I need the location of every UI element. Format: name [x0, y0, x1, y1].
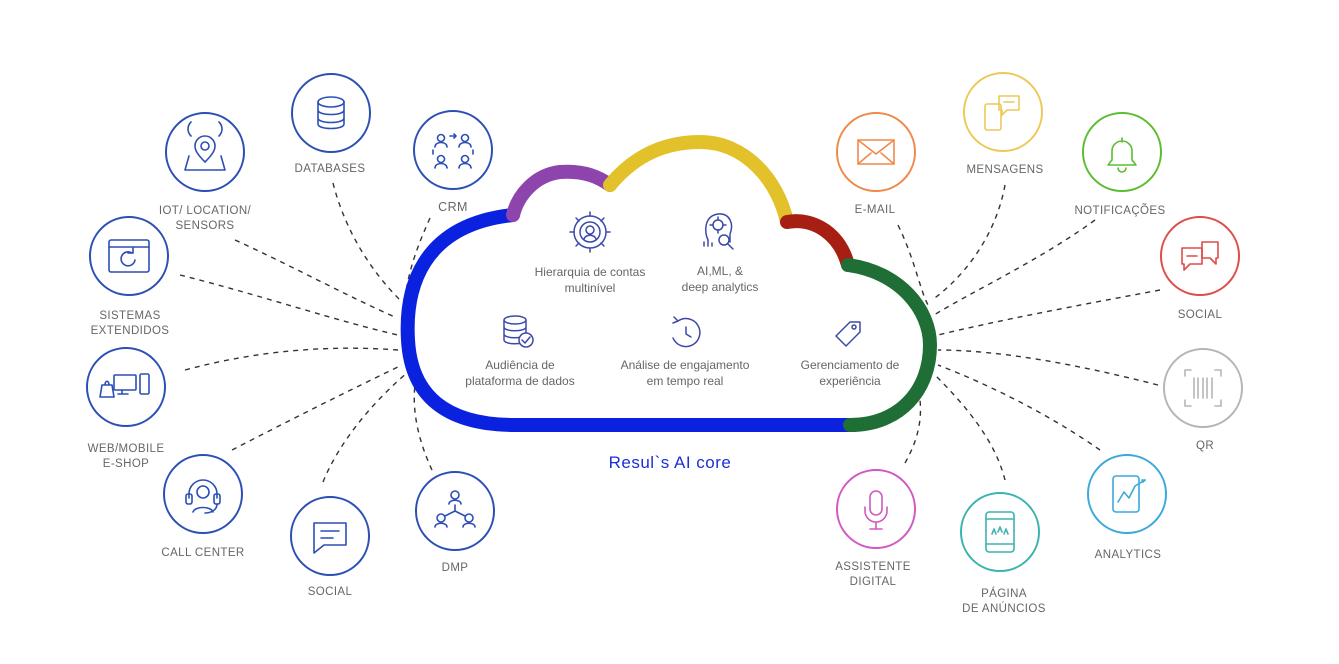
feature-label-hierarquia: Hierarquia de contas multinível: [534, 265, 646, 295]
label-iot: IOT/ LOCATION/ SENSORS: [158, 205, 252, 232]
node-tablet-chart: [1087, 454, 1167, 534]
node-circle: [1082, 112, 1162, 192]
connector-social-left: [322, 371, 409, 483]
node-circle: [1160, 216, 1240, 296]
refresh-window-icon: [108, 239, 150, 273]
node-circle: [86, 347, 166, 427]
ai-brain-icon: [703, 213, 734, 250]
label-sistemas: SISTEMAS EXTENDIDOS: [90, 310, 170, 337]
cloud-red-arc: [780, 214, 855, 272]
feature-label-gerenciamento: Gerenciamento de experiência: [800, 358, 900, 388]
node-circle: [413, 110, 493, 190]
label-web: WEB/MOBILE E-SHOP: [87, 443, 165, 470]
location-sensor-icon: [184, 121, 226, 171]
connector-web: [184, 347, 399, 371]
cloud-core: [400, 134, 938, 432]
node-circle: [1087, 454, 1167, 534]
cloud-purple-arc: [506, 164, 617, 222]
node-circle: [163, 454, 243, 534]
connector-lines: [179, 182, 1161, 483]
left-node-group: [86, 73, 495, 576]
feature-label-ai: AI,ML, & deep analytics: [681, 264, 759, 294]
cloud-blue-arc: [400, 208, 857, 432]
headset-icon: [185, 479, 221, 514]
label-mensagens: MENSAGENS: [966, 164, 1044, 176]
node-phone-message: [963, 72, 1043, 152]
cloud-yellow-arc: [603, 134, 794, 229]
node-envelope: [836, 112, 916, 192]
node-tablet-stars: [960, 492, 1040, 572]
node-circle: [836, 469, 916, 549]
label-social-right: SOCIAL: [1177, 309, 1223, 321]
label-dmp: DMP: [441, 562, 469, 574]
feature-label-analise: Análise de engajamento em tempo real: [620, 358, 750, 388]
label-crm: CRM: [438, 200, 468, 214]
node-circle: [963, 72, 1043, 152]
label-databases: DATABASES: [294, 163, 366, 175]
node-devices: [86, 347, 166, 427]
microphone-icon: [864, 490, 888, 530]
node-network-people: [415, 471, 495, 551]
crm-people-cycle-icon: [432, 133, 474, 169]
connector-email: [897, 224, 929, 306]
tablet-stars-icon: [985, 511, 1015, 553]
qr-scan-icon: [1184, 369, 1222, 407]
right-node-group: [836, 72, 1243, 572]
database-icon: [317, 96, 345, 130]
envelope-icon: [857, 139, 895, 165]
node-circle: [836, 112, 916, 192]
node-chat-bubble: [290, 496, 370, 576]
core-title: Resul`s AI core: [608, 453, 732, 472]
label-social-left: SOCIAL: [307, 586, 353, 598]
node-crm-people-cycle: [413, 110, 493, 190]
connector-sistemas: [179, 274, 399, 336]
node-circle: [165, 112, 245, 192]
label-email: E-MAIL: [854, 204, 896, 216]
network-people-icon: [434, 490, 476, 528]
connector-assistente: [904, 399, 922, 464]
connector-callcenter: [231, 364, 403, 451]
realtime-clock-icon: [672, 316, 701, 348]
phone-message-icon: [984, 95, 1020, 131]
node-circle: [290, 496, 370, 576]
tablet-chart-icon: [1112, 475, 1146, 513]
connector-iot: [234, 239, 398, 319]
node-circle: [960, 492, 1040, 572]
label-qr: QR: [1195, 440, 1215, 452]
connector-social-right: [937, 289, 1161, 336]
connector-analytics: [937, 364, 1101, 451]
label-analytics: ANALYTICS: [1094, 549, 1162, 561]
cloud-green-arc: [841, 258, 938, 432]
connector-qr: [937, 349, 1159, 386]
label-assistente: ASSISTENTE DIGITAL: [835, 561, 911, 588]
chat-bubble-icon: [313, 522, 347, 554]
connector-pagina: [934, 374, 1006, 481]
feature-label-audiencia: Audiência de plataforma de dados: [465, 358, 575, 388]
node-speech-bubbles: [1160, 216, 1240, 296]
tag-icon: [835, 321, 861, 347]
connector-databases: [332, 182, 401, 301]
node-circle: [291, 73, 371, 153]
label-pagina: PÁGINA DE ANÚNCIOS: [962, 588, 1046, 615]
node-qr-scan: [1163, 348, 1243, 428]
node-circle: [89, 216, 169, 296]
node-refresh-window: [89, 216, 169, 296]
speech-bubbles-icon: [1181, 241, 1219, 271]
connector-notificacoes: [933, 219, 1096, 316]
node-location-sensor: [165, 112, 245, 192]
node-headset: [163, 454, 243, 534]
node-database: [291, 73, 371, 153]
gear-person-icon: [569, 211, 611, 253]
connector-mensagens: [931, 184, 1006, 301]
node-bell: [1082, 112, 1162, 192]
connector-dmp: [413, 384, 433, 471]
bell-icon: [1107, 137, 1137, 173]
label-callcenter: CALL CENTER: [161, 547, 245, 559]
label-notificacoes: NOTIFICAÇÕES: [1074, 205, 1166, 217]
node-microphone: [836, 469, 916, 549]
devices-icon: [99, 373, 150, 398]
database-check-icon: [503, 315, 534, 348]
